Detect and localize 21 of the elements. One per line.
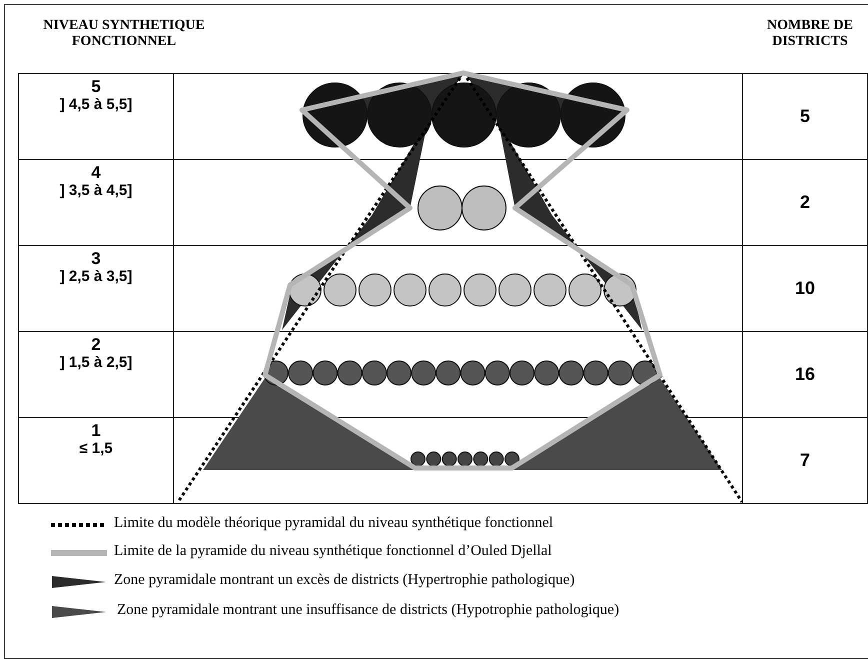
level-number: 1 (91, 422, 101, 440)
legend-text: Limite de la pyramide du niveau synthétique fonctionnel d’Ouled Djellal (114, 543, 552, 560)
level-range: ] 3,5 à 4,5] (60, 182, 132, 200)
district-count: 5 (800, 106, 810, 127)
district-count: 16 (794, 364, 816, 385)
legend-text: Zone pyramidale montrant un excès de districts (Hypertrophie pathologique) (114, 572, 575, 589)
level-number: 4 (91, 164, 101, 182)
level-number: 3 (91, 250, 101, 268)
district-count: 7 (800, 450, 810, 471)
level-range: ≤ 1,5 (79, 440, 113, 458)
level-range: ] 4,5 à 5,5] (60, 96, 132, 114)
district-count: 2 (800, 192, 810, 213)
legend-text: Zone pyramidale montrant une insuffisance de districts (Hypotrophie pathologique) (117, 602, 620, 619)
level-range: ] 2,5 à 3,5] (60, 268, 132, 286)
level-range: ] 1,5 à 2,5] (60, 354, 132, 372)
level-number: 2 (91, 336, 101, 354)
column-header: NIVEAU SYNTHETIQUE FONCTIONNEL (42, 18, 206, 50)
district-count: 10 (794, 278, 816, 299)
legend-text: Limite du modèle théorique pyramidal du niveau synthétique fonctionnel (114, 515, 554, 532)
column-header: NOMBRE DE DISTRICTS (766, 18, 854, 50)
level-number: 5 (91, 78, 101, 96)
